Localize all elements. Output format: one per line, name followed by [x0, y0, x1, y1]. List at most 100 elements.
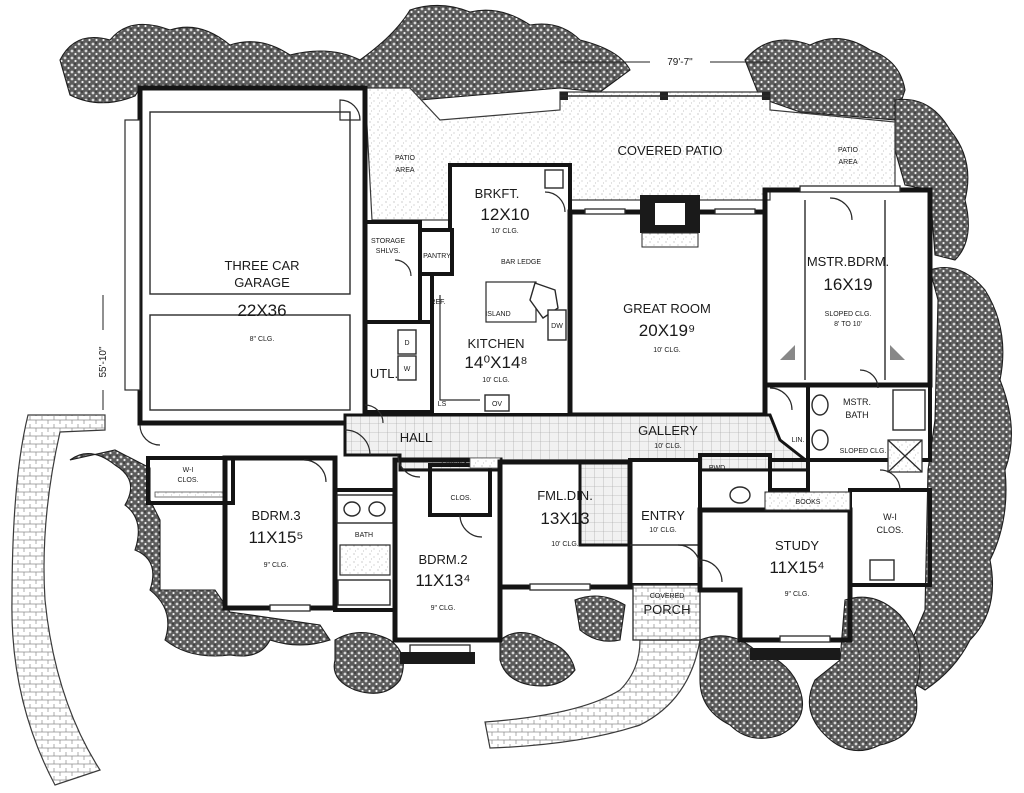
- dryer-label: D: [404, 340, 409, 347]
- master-closet-label-1: W-I: [883, 512, 897, 522]
- shrub-icon: [899, 266, 1012, 691]
- patio-west-label-2: AREA: [395, 167, 414, 174]
- shrub-icon: [744, 38, 906, 121]
- room-labels: THREE CAR GARAGE 22X36 8" CLG. PATIO ARE…: [177, 143, 903, 617]
- garage-walls: [137, 85, 368, 426]
- entry-ceiling: 10' CLG.: [649, 527, 676, 534]
- kitchen-ceiling: 10' CLG.: [482, 377, 509, 384]
- patio-west-label-1: PATIO: [395, 155, 416, 162]
- storage-label-1: STORAGE: [371, 238, 405, 245]
- gallery-ceiling: 10' CLG.: [654, 443, 681, 450]
- walkin-closet-br3-label-1: W-I: [183, 467, 194, 474]
- family-dining-size: 13X13: [540, 509, 589, 528]
- family-dining-ceiling: 10' CLG.: [551, 541, 578, 548]
- bedroom-3-ceiling: 9" CLG.: [264, 562, 289, 569]
- master-bath-ceiling: SLOPED CLG.: [840, 448, 887, 455]
- storage-room: [363, 220, 422, 324]
- shrub-icon: [808, 596, 921, 752]
- master-bath-label-1: MSTR.: [843, 397, 871, 407]
- dishwasher-label: DW: [551, 323, 563, 330]
- shrub-icon: [69, 449, 331, 657]
- master-bedroom-label: MSTR.BDRM.: [807, 254, 889, 269]
- master-bedroom-ceiling-1: SLOPED CLG.: [825, 311, 872, 318]
- front-walk: [484, 639, 701, 749]
- washer-label: W: [404, 366, 411, 373]
- walkin-closet-br3: [146, 456, 235, 505]
- gallery-label: GALLERY: [638, 423, 698, 438]
- bedroom-2-size: 11X13⁴: [415, 571, 470, 590]
- great-room-label: GREAT ROOM: [623, 301, 711, 316]
- walkin-closet-br3-label-2: CLOS.: [177, 477, 198, 484]
- overall-depth-label: 55'-10": [98, 346, 109, 377]
- garage-bay-lower: [149, 314, 351, 411]
- storage-label-2: SHLVS.: [376, 248, 400, 255]
- covered-porch: [632, 584, 701, 641]
- pantry-label: PANTRY: [423, 253, 451, 260]
- study-ceiling: 9" CLG.: [785, 591, 810, 598]
- garage-bay-upper: [149, 111, 351, 295]
- pantry-room: [418, 228, 454, 276]
- family-dining-label: FML.DIN.: [537, 488, 593, 503]
- bedroom-2-closet-label: CLOS.: [450, 495, 471, 502]
- master-linen-label: LIN.: [792, 437, 805, 444]
- kitchen-label: KITCHEN: [467, 336, 524, 351]
- oven-label: OV: [492, 401, 502, 408]
- house: [146, 163, 933, 664]
- great-room-ceiling: 10' CLG.: [653, 347, 680, 354]
- master-bedroom-ceiling-2: 8' TO 10': [834, 321, 862, 328]
- lazy-susan-label: LS: [438, 401, 447, 408]
- shrub-icon: [333, 631, 404, 694]
- bedroom-3-label: BDRM.3: [251, 508, 300, 523]
- garage-ceiling: 8" CLG.: [250, 336, 275, 343]
- breakfast-ceiling: 10' CLG.: [491, 228, 518, 235]
- study-bookshelf: [764, 491, 851, 511]
- overall-width-label: 79'-7": [667, 57, 693, 68]
- utility-label: UTL.: [370, 366, 398, 381]
- hall-label: HALL: [400, 430, 433, 445]
- garage-label-line2: GARAGE: [234, 275, 290, 290]
- master-bath: [806, 383, 932, 462]
- bedroom-2-label: BDRM.2: [418, 552, 467, 567]
- bedroom-2-ceiling: 9" CLG.: [431, 605, 456, 612]
- shrub-icon: [894, 98, 969, 261]
- linens-label: LINENS: [441, 460, 467, 467]
- master-bedroom-size: 16X19: [823, 275, 872, 294]
- porch-label-1: COVERED: [650, 593, 685, 600]
- entry-label: ENTRY: [641, 508, 685, 523]
- master-bath-label-2: BATH: [845, 410, 868, 420]
- dishwasher: [547, 309, 567, 341]
- washer: [397, 355, 417, 381]
- walkways: [11, 414, 701, 786]
- bath-label: BATH: [355, 532, 373, 539]
- island-label: ISLAND: [485, 311, 510, 318]
- kitchen-island: [485, 281, 537, 323]
- overall-dimensions: 79'-7" 55'-10": [98, 57, 770, 410]
- breakfast-size: 12X10: [480, 205, 529, 224]
- corner-fixture: [544, 169, 564, 189]
- books-label: BOOKS: [796, 499, 821, 506]
- garage-service-door: [339, 99, 361, 121]
- covered-patio-label: COVERED PATIO: [618, 143, 723, 158]
- bedroom-2-closet: [428, 463, 492, 517]
- dryer: [397, 329, 417, 355]
- tub: [892, 389, 926, 431]
- powder-label: PWD.: [709, 465, 727, 472]
- shrub-icon: [574, 595, 626, 642]
- garage-door-opening: [124, 119, 141, 391]
- garage-label-line1: THREE CAR: [224, 258, 299, 273]
- master-closet-label-2: CLOS.: [876, 525, 903, 535]
- shrub-icon: [59, 4, 631, 104]
- patio-east-label-1: PATIO: [838, 147, 859, 154]
- shrub-icon: [499, 631, 576, 687]
- garage-size: 22X36: [237, 301, 286, 320]
- kitchen-counter: [439, 295, 480, 401]
- study-label: STUDY: [775, 538, 819, 553]
- study-size: 11X15⁴: [769, 558, 824, 577]
- bath-tub: [339, 544, 391, 576]
- driveway-walk: [11, 414, 106, 786]
- bedroom-3-size: 11X15⁵: [249, 528, 304, 547]
- refrigerator-label: REF.: [430, 299, 445, 306]
- breakfast-label: BRKFT.: [475, 186, 520, 201]
- oven: [484, 394, 510, 412]
